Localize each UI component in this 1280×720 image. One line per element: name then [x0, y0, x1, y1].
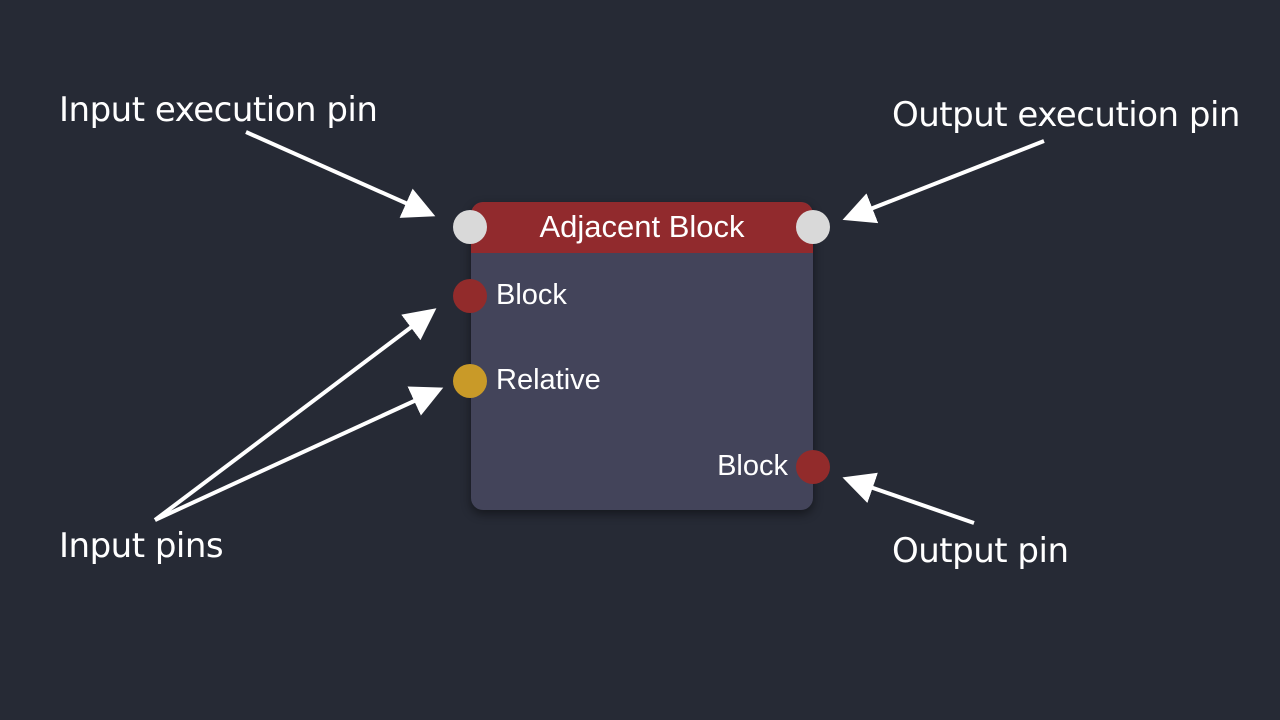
- node-header[interactable]: Adjacent Block: [471, 202, 813, 253]
- output-execution-pin[interactable]: [796, 210, 830, 244]
- node-title: Adjacent Block: [539, 209, 745, 244]
- input-execution-arrow: [245, 130, 436, 218]
- input-pin-relative-arrow: [154, 386, 444, 522]
- input-pin-relative-label: Relative: [496, 364, 601, 396]
- output-pin-annotation: Output pin: [892, 531, 1069, 571]
- output-execution-arrow: [842, 139, 1045, 224]
- input-pin-block-label: Block: [496, 279, 567, 311]
- input-pin-block[interactable]: [453, 279, 487, 313]
- output-execution-pin-annotation: Output execution pin: [892, 95, 1240, 135]
- input-pin-block-arrow: [153, 308, 437, 522]
- input-pins-annotation: Input pins: [59, 526, 224, 566]
- input-execution-pin[interactable]: [453, 210, 487, 244]
- output-pin-block[interactable]: [796, 450, 830, 484]
- adjacent-block-node[interactable]: Adjacent Block: [471, 202, 813, 510]
- input-pin-relative[interactable]: [453, 364, 487, 398]
- input-execution-pin-annotation: Input execution pin: [59, 90, 378, 130]
- output-pin-arrow: [842, 472, 975, 525]
- output-pin-block-label: Block: [717, 450, 788, 482]
